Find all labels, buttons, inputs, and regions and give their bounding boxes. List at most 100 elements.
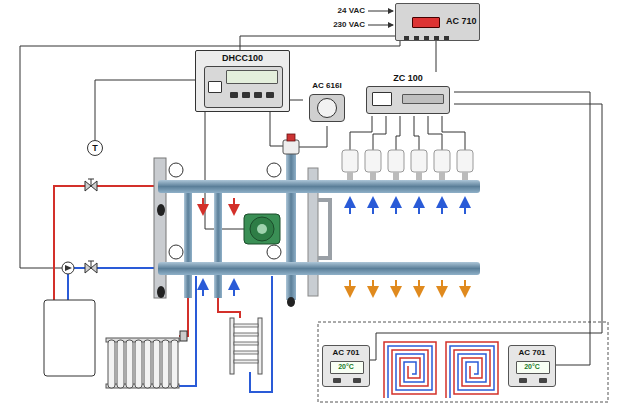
towel-rail-bar: [234, 333, 258, 336]
valve-stem: [88, 179, 94, 186]
towel-supply-pipe: [218, 298, 240, 318]
device-detail: [519, 378, 527, 383]
zone-actuator: [434, 150, 450, 172]
device-detail: [539, 378, 547, 383]
device-detail: [402, 94, 444, 104]
power-feed-arrow: [368, 25, 393, 26]
actuator-stem: [416, 172, 422, 180]
zone-actuator: [457, 150, 473, 172]
pressure-gauge: [169, 245, 183, 259]
valve-handle: [287, 297, 295, 307]
actuator-stem: [370, 172, 376, 180]
pump-symbol-arrow: [65, 265, 72, 271]
radiator-supply-pipe: [179, 298, 188, 336]
device-detail: [444, 36, 449, 40]
end-fitting: [154, 158, 166, 298]
device-label: AC 701: [518, 348, 545, 357]
mixing-valve-body: [286, 154, 296, 300]
controller-box: DHCC100: [195, 50, 290, 112]
towel-rail-post: [230, 318, 234, 374]
device-detail: [333, 378, 341, 383]
room-thermostat: AC 701 20°C: [322, 345, 370, 387]
device-detail: [230, 92, 238, 98]
device-detail: [242, 92, 250, 98]
pressure-gauge: [267, 245, 281, 259]
pump-housing: [244, 214, 280, 244]
flow-arrow: [418, 198, 420, 214]
boiler: [44, 300, 95, 376]
display-reading: 20°C: [338, 363, 354, 371]
device-detail: [404, 36, 409, 40]
control-cable: [454, 92, 590, 365]
device-detail: [317, 98, 337, 118]
device-detail: [412, 17, 440, 28]
towel-rail-bar: [234, 360, 258, 363]
flow-arrow: [441, 280, 443, 296]
zone-controller: ZC 100: [362, 72, 454, 116]
flow-arrow: [233, 198, 235, 214]
control-wire: [414, 116, 419, 150]
actuator-stem: [393, 172, 399, 180]
distribution-tube: [184, 193, 192, 298]
valve-handle: [157, 286, 165, 298]
control-wire: [270, 112, 283, 146]
radiator-fin: [171, 340, 178, 388]
zone-actuator: [411, 150, 427, 172]
flow-arrow: [349, 280, 351, 296]
thermostatic-cap: [287, 134, 295, 141]
flow-arrow: [233, 280, 235, 296]
controller-box: AC 710: [395, 3, 480, 41]
control-cable: [436, 41, 437, 72]
control-cable: [370, 104, 602, 360]
distribution-tube: [214, 193, 222, 298]
radiator-fin: [108, 340, 115, 388]
device-label: AC 710: [446, 16, 477, 26]
outdoor-sensor: T: [87, 140, 103, 156]
return-bar: [158, 262, 480, 275]
supply-voltage-label: 24 VAC: [338, 6, 365, 16]
zone-actuator: [388, 150, 404, 172]
device-detail: [254, 92, 262, 98]
control-cable: [95, 80, 195, 140]
zone-actuator: [342, 150, 358, 172]
control-wire: [442, 116, 465, 150]
pump-rotor: [250, 217, 274, 241]
device-detail: [372, 92, 392, 106]
towel-rail-bar: [234, 351, 258, 354]
flow-arrow: [464, 280, 466, 296]
power-feed-arrow: [368, 11, 393, 12]
device-label: AC 701: [332, 348, 359, 357]
radiator-fin: [117, 340, 124, 388]
radiator-fin: [144, 340, 151, 388]
flow-arrow: [372, 280, 374, 296]
radiator-fin: [162, 340, 169, 388]
towel-rail-post: [258, 318, 262, 374]
flow-arrow: [395, 280, 397, 296]
bypass-loop: [318, 200, 330, 258]
flow-arrow: [441, 198, 443, 214]
towel-rail-bar: [234, 324, 258, 327]
control-wire: [396, 116, 400, 150]
radiator-fin: [153, 340, 160, 388]
control-cable: [240, 36, 395, 50]
device-detail: [226, 70, 278, 84]
control-wire: [20, 41, 400, 268]
control-cable: [290, 100, 303, 101]
flow-arrow: [349, 198, 351, 214]
device-detail: [208, 81, 222, 93]
pump-symbol: [62, 262, 74, 274]
flow-arrow: [372, 198, 374, 214]
radiator-fin: [135, 340, 142, 388]
control-wire: [299, 126, 327, 147]
display-reading: 20°C: [524, 363, 540, 371]
flow-arrow: [464, 198, 466, 214]
loop-flow-arrows: [350, 198, 465, 296]
device-label: T: [92, 143, 98, 153]
device-label: ZC 100: [393, 73, 423, 83]
control-wire: [373, 116, 386, 150]
radiator-fin: [126, 340, 133, 388]
control-wire: [205, 112, 249, 229]
control-wire: [428, 116, 442, 150]
valve-stem: [88, 261, 94, 268]
device-label: DHCC100: [222, 53, 263, 63]
